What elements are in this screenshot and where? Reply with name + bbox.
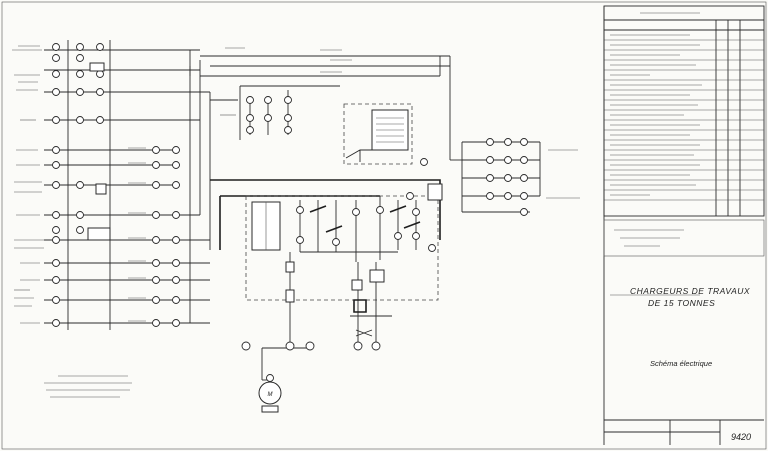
svg-text:M: M	[268, 392, 273, 398]
parts-list-rows	[604, 39, 764, 201]
left-bus-lines	[44, 40, 210, 330]
title-block: CHARGEURS DE TRAVAUX DE 15 TONNES Schéma…	[603, 5, 765, 445]
main-control-panel	[210, 179, 443, 301]
top-wiring	[189, 55, 451, 250]
parts-list-text	[610, 12, 702, 196]
drawing-subtitle: Schéma électrique	[650, 359, 712, 368]
left-label-marks	[12, 45, 44, 324]
center-top-relays	[246, 90, 292, 135]
left-notes	[44, 375, 132, 398]
upper-control-box	[343, 103, 428, 166]
drawing-number: 9420	[731, 432, 751, 442]
drawing-title-line-2: DE 15 TONNES	[648, 298, 715, 308]
left-relay-blocks	[87, 62, 111, 241]
left-terminal-section	[12, 40, 210, 398]
motor-symbol	[258, 381, 282, 405]
top-wire-labels	[220, 47, 352, 116]
drawing-title-line-1: CHARGEURS DE TRAVAUX	[630, 286, 750, 296]
left-wire-labels	[128, 147, 146, 322]
motor-circuit: M	[241, 252, 392, 413]
left-terminals	[52, 43, 180, 327]
right-connector-block	[450, 138, 580, 216]
